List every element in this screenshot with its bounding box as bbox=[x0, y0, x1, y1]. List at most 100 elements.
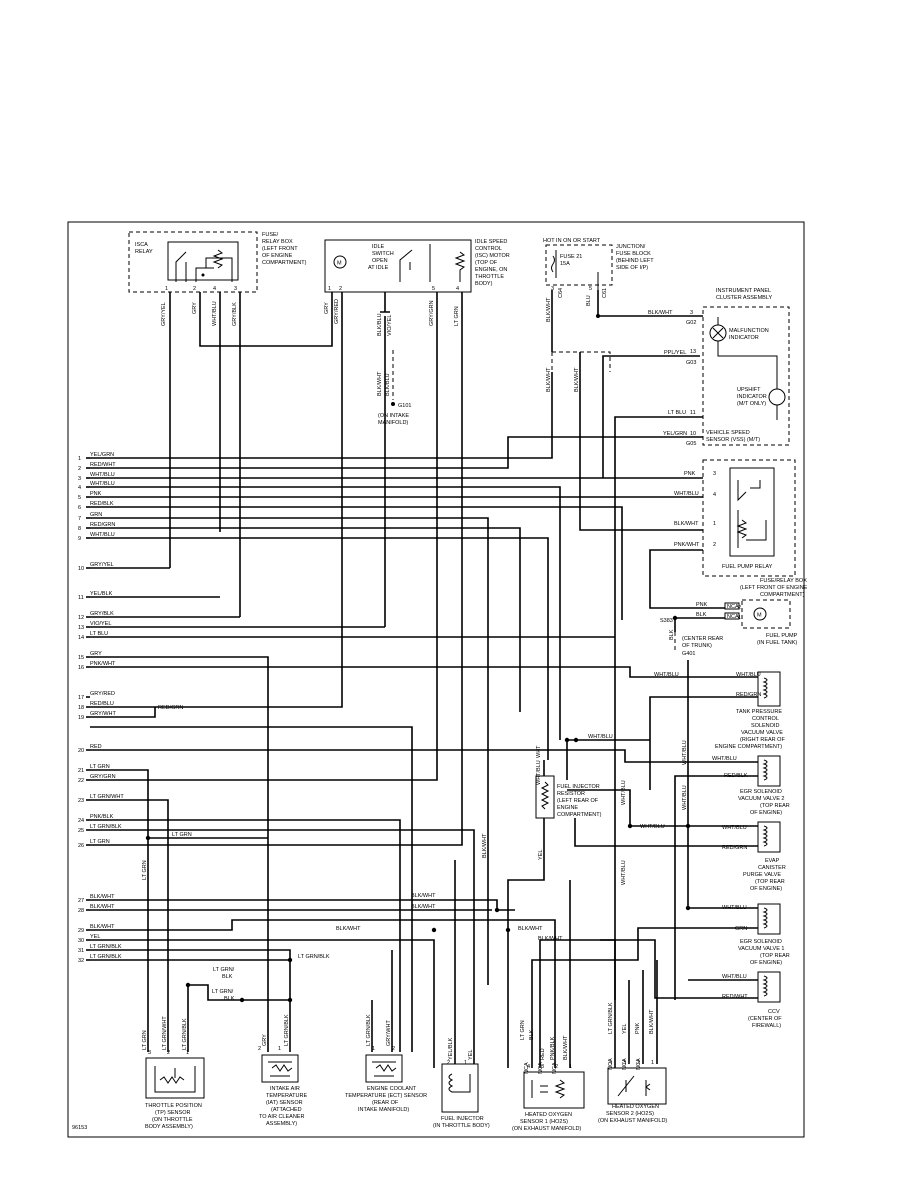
ecm-wire-label-8: RED/GRN bbox=[90, 522, 115, 528]
isc-caption-2: CONTROL bbox=[475, 246, 502, 252]
wire-label-relay-gry-yel: GRY/YEL bbox=[161, 302, 167, 326]
idle-switch-caption-3: OPEN bbox=[372, 258, 388, 264]
wire-label-ect-lt-grn-blk: LT GRN/BLK bbox=[366, 1014, 372, 1046]
iat-caption-1: INTAKE AIR bbox=[270, 1086, 300, 1092]
tank-pressure-valve: TANK PRESSURE CONTROL SOLENOID VACUUM VA… bbox=[715, 671, 785, 750]
wire-label-ip-blk-wht: BLK/WHT bbox=[648, 310, 673, 316]
wire-label-egr2-wht-blu: WHT/BLU bbox=[712, 756, 737, 762]
evap-caption-3: PURGE VALVE bbox=[743, 872, 781, 878]
ho2s1-pin-3: 3 bbox=[541, 1064, 544, 1070]
tank-caption-6: ENGINE COMPARTMENT) bbox=[715, 744, 782, 750]
tp-pin-3: 3 bbox=[148, 1050, 151, 1056]
ecm-pin-29: 29 bbox=[78, 928, 84, 934]
ecm-wire-label-5: PNK bbox=[90, 491, 102, 497]
wire-label-evap-wht-blu: WHT/BLU bbox=[722, 825, 747, 831]
iat-caption-5: TO AIR CLEANER bbox=[259, 1114, 304, 1120]
isc-motor: M IDLE SWITCH OPEN AT IDLE IDLE SPEED CO… bbox=[324, 239, 510, 293]
ecm-wire-label-17: GRY/RED bbox=[90, 691, 115, 697]
ho2s2-pin-1: 1 bbox=[651, 1060, 654, 1066]
fpr-caption: FUEL PUMP RELAY bbox=[722, 564, 773, 570]
fuse-relay-caption-4: OF ENGINE bbox=[262, 253, 293, 259]
ho2s1-caption-1: HEATED OXYGEN bbox=[525, 1112, 572, 1118]
relay-pin-1: 1 bbox=[165, 286, 168, 292]
wire-label-blk-wht-30: BLK/WHT bbox=[518, 926, 543, 932]
inj-caption-1: FUEL INJECTOR bbox=[441, 1116, 484, 1122]
ecm-wire-label-10: GRY/YEL bbox=[90, 562, 114, 568]
ho2s1-caption-2: SENSOR 1 (HO2S) bbox=[520, 1119, 568, 1125]
tank-caption-2: CONTROL bbox=[752, 716, 779, 722]
egr1-caption-2: VACUUM VALVE 1 bbox=[738, 946, 784, 952]
isca-relay-label-1: ISCA bbox=[135, 242, 148, 248]
tank-caption-1: TANK PRESSURE bbox=[736, 709, 782, 715]
ecm-pin-15: 15 bbox=[78, 655, 84, 661]
wire-label-fp-blk-wht: BLK/WHT bbox=[674, 521, 699, 527]
isc-motor-symbol: M bbox=[337, 261, 342, 267]
vss-caption-2: SENSOR (VSS) (M/T) bbox=[706, 437, 760, 443]
nca-ho2s2-2: NCA bbox=[622, 1058, 628, 1070]
wire-label-res-blk-wht: BLK/WHT bbox=[482, 833, 488, 858]
ecm-wire-label-3: WHT/BLU bbox=[90, 472, 115, 478]
tp-caption-2: (TP) SENSOR bbox=[155, 1110, 190, 1116]
c61-label: C61 bbox=[602, 288, 608, 298]
hot-in-on-or-start: HOT IN ON OR START bbox=[543, 238, 601, 244]
relay-pin-4: 4 bbox=[213, 286, 216, 292]
ecm-pin-23: 23 bbox=[78, 798, 84, 804]
g101-ground: G101 (ON INTAKE MANIFOLD) bbox=[378, 402, 411, 426]
ho2s2-caption-2: SENSOR 2 (HO2S) bbox=[606, 1111, 654, 1117]
wire-label-blk-wht-27: BLK/WHT bbox=[411, 893, 436, 899]
isc-caption-1: IDLE SPEED bbox=[475, 239, 507, 245]
ground-caption-1: (CENTER REAR bbox=[682, 636, 723, 642]
ecm-wire-label-4: WHT/BLU bbox=[90, 481, 115, 487]
ho2s2-pin-3: 3 bbox=[623, 1060, 626, 1066]
tp-sensor: 3 2 1 THROTTLE POSITION (TP) SENSOR (ON … bbox=[145, 1050, 205, 1130]
vss-caption-1: VEHICLE SPEED bbox=[706, 430, 750, 436]
iat-caption-3: (IAT) SENSOR bbox=[266, 1100, 303, 1106]
wire-label-jb-blk-wht: BLK/WHT bbox=[546, 297, 552, 322]
upshift-caption-2: INDICATOR bbox=[737, 394, 767, 400]
wire-label-vert-wht-blu-3: WHT/BLU bbox=[621, 780, 627, 805]
fuel-injector: 2 1 FUEL INJECTOR (IN THROTTLE BODY) bbox=[433, 1060, 490, 1129]
wire-label-ho2s2-blk-wht: BLK/WHT bbox=[649, 1009, 655, 1034]
ecm-pin-32: 32 bbox=[78, 958, 84, 964]
ecm-pin-14: 14 bbox=[78, 635, 84, 641]
upshift-lamp-icon bbox=[768, 388, 786, 406]
ipc-pin-3: 3 bbox=[690, 310, 693, 316]
wire-label-blk-wht-31: BLK/WHT bbox=[538, 936, 563, 942]
g05-label: G05 bbox=[686, 441, 696, 447]
wire-labels: GRY/YEL GRY WHT/BLU GRY/BLK GRY GRY/RED … bbox=[142, 295, 761, 1074]
wire-label-ho2s1-lt-grn: LT GRN bbox=[520, 1020, 526, 1040]
ho2s2-caption-3: (ON EXHAUST MANIFOLD) bbox=[598, 1118, 667, 1124]
wire-label-jb-blk-wht-3: BLK/WHT bbox=[574, 367, 580, 392]
wire-label-blk-wht-29: BLK/WHT bbox=[336, 926, 361, 932]
wire-label-red-grn-18: RED/GRN bbox=[158, 705, 183, 711]
nca-ho2s2-1: NCA bbox=[608, 1058, 614, 1070]
instrument-panel-cluster: INSTRUMENT PANEL CLUSTER ASSEMBLY MALFUN… bbox=[686, 288, 790, 447]
ecm-wire-label-19: GRY/WHT bbox=[90, 711, 117, 717]
egr1-caption-1: EGR SOLENOID bbox=[740, 939, 782, 945]
wire-label-pump-blk: BLK bbox=[696, 612, 707, 618]
iat-caption-4: (ATTACHED bbox=[271, 1107, 302, 1113]
isc-pin-2: 2 bbox=[339, 286, 342, 292]
wire-label-isc-blk-blu: BLK/BLU bbox=[377, 313, 383, 336]
nca-ho2s1-3: NCA bbox=[552, 1062, 558, 1074]
wire-label-jb-blk-wht-2: BLK/WHT bbox=[546, 367, 552, 392]
ecm-wire-label-13: VIO/YEL bbox=[90, 621, 111, 627]
ho2s2-pin-2: 2 bbox=[637, 1060, 640, 1066]
junction-caption-4: SIDE OF I/P) bbox=[616, 265, 648, 271]
inj-caption-2: (IN THROTTLE BODY) bbox=[433, 1123, 490, 1129]
wire-label-vert-wht-blu-4: WHT/BLU bbox=[621, 860, 627, 885]
wire-label-relay-wht-blu: WHT/BLU bbox=[212, 301, 218, 326]
fuel-injector-resistor: FUEL INJECTOR RESISTOR (LEFT REAR OF ENG… bbox=[535, 775, 602, 819]
diagram-frame bbox=[67, 221, 805, 1138]
wire-label-egr1-wht-blu: WHT/BLU bbox=[722, 905, 747, 911]
resistor-caption-3: (LEFT REAR OF bbox=[557, 798, 599, 804]
wire-label-mid-wht-blu: WHT/BLU bbox=[588, 734, 613, 740]
wire-label-ho2s2-yel: YEL bbox=[622, 1024, 628, 1034]
ect-pin-1: 1 bbox=[372, 1046, 375, 1052]
wire-label-isc-gry-red: GRY/RED bbox=[334, 299, 340, 324]
junction-caption-3: (BEHIND LEFT bbox=[616, 258, 654, 264]
ecm-wire-label-27: BLK/WHT bbox=[90, 894, 115, 900]
egr2-caption-3: (TOP REAR bbox=[760, 803, 790, 809]
wire-label-tp-lt-grn-blk: LT GRN/BLK bbox=[182, 1018, 188, 1050]
wire-label-tank-wht-blu-2: WHT/BLU bbox=[736, 672, 761, 678]
